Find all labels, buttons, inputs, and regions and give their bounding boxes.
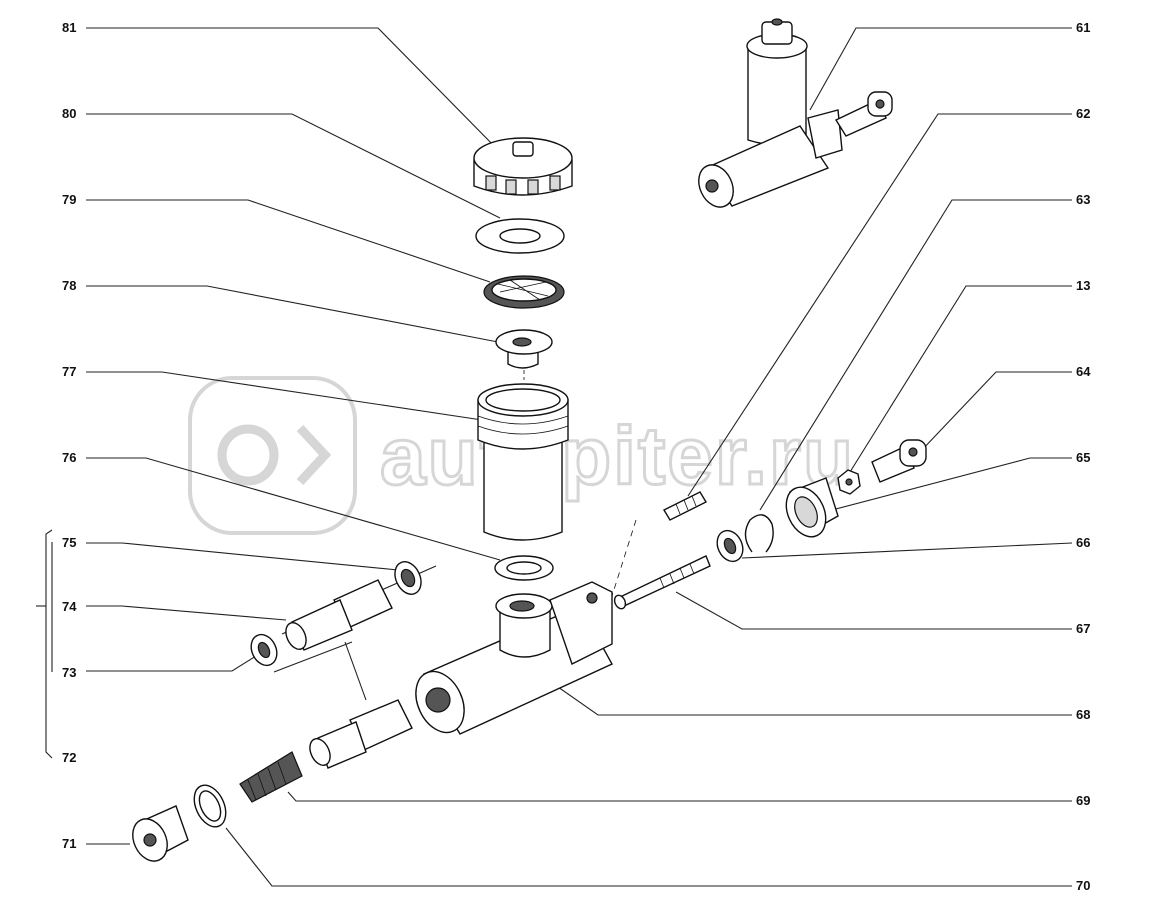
label-72: 72 — [62, 750, 76, 765]
label-67: 67 — [1076, 621, 1090, 636]
label-80: 80 — [62, 106, 76, 121]
part-69-spring — [239, 751, 303, 803]
label-78: 78 — [62, 278, 76, 293]
label-62: 62 — [1076, 106, 1090, 121]
part-61-assembled-cylinder — [698, 18, 893, 208]
label-77: 77 — [62, 364, 76, 379]
part-62-stud — [663, 491, 707, 521]
part-77-reservoir — [477, 370, 569, 541]
part-79-filter — [483, 275, 565, 309]
label-74: 74 — [62, 599, 77, 614]
part-81-reservoir-cap — [473, 137, 573, 196]
part-66-washer — [716, 529, 744, 563]
leader-lines-right — [225, 27, 1073, 887]
part-63-circlip — [744, 514, 774, 553]
label-63: 63 — [1076, 192, 1090, 207]
part-70-o-ring — [193, 784, 227, 828]
label-69: 69 — [1076, 793, 1090, 808]
label-66: 66 — [1076, 535, 1090, 550]
label-61: 61 — [1076, 20, 1090, 35]
part-72-piston-lower — [309, 699, 413, 769]
label-68: 68 — [1076, 707, 1090, 722]
part-71-plug — [132, 805, 189, 862]
part-78-reservoir-nut — [495, 329, 553, 369]
part-65-dust-boot — [785, 477, 839, 538]
label-76: 76 — [62, 450, 76, 465]
part-76-seal-ring — [494, 555, 554, 581]
label-65: 65 — [1076, 450, 1090, 465]
part-80-gasket — [475, 218, 565, 254]
label-64: 64 — [1076, 364, 1091, 379]
label-71: 71 — [62, 836, 76, 851]
label-79: 79 — [62, 192, 76, 207]
label-73: 73 — [62, 665, 76, 680]
part-67-push-rod — [613, 555, 711, 610]
part-68-cylinder-body — [415, 519, 637, 735]
label-70: 70 — [1076, 878, 1090, 893]
part-64-clevis-fork — [871, 439, 927, 483]
part-13-nut — [837, 469, 861, 495]
label-81: 81 — [62, 20, 76, 35]
part-75-74-73-piston-upper — [250, 561, 422, 667]
leader-lines-left — [36, 27, 501, 845]
label-75: 75 — [62, 535, 76, 550]
watermark-text: autopiter.ru — [380, 411, 855, 502]
watermark-logo: autopiter.ru — [188, 376, 855, 535]
label-13: 13 — [1076, 278, 1090, 293]
